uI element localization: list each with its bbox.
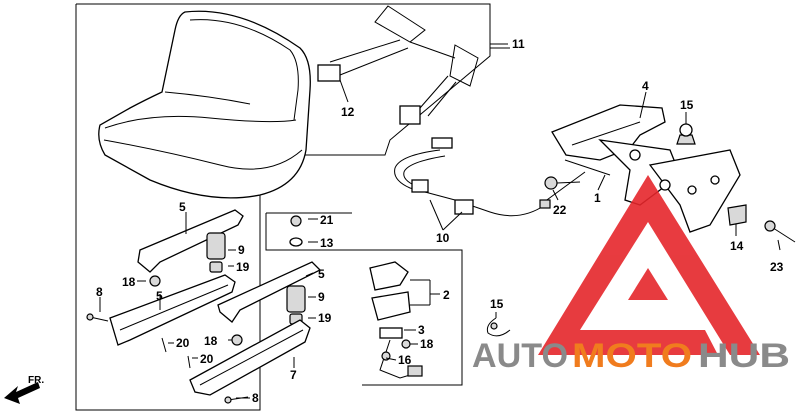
watermark-part1: AUTO bbox=[472, 337, 568, 375]
callout-4: 4 bbox=[642, 79, 649, 93]
seat-rails bbox=[109, 274, 311, 396]
hardware-bolts bbox=[544, 123, 796, 243]
callout-19-upper: 19 bbox=[236, 260, 250, 274]
callout-6: 5 bbox=[156, 289, 163, 303]
callout-9-upper: 9 bbox=[238, 243, 245, 257]
slide-plates bbox=[137, 209, 322, 323]
callout-18-right: 18 bbox=[420, 337, 434, 351]
watermark-logo bbox=[538, 175, 760, 355]
callout-8-lower: 8 bbox=[252, 391, 259, 405]
callout-5-upper: 5 bbox=[179, 200, 186, 214]
watermark-part3: HUB bbox=[698, 337, 790, 375]
watermark-text: AUTO MOTO HUB bbox=[472, 337, 790, 375]
springs bbox=[206, 232, 306, 325]
callout-1: 1 bbox=[594, 191, 601, 205]
seat-cushion bbox=[98, 10, 311, 199]
callout-18-mid: 18 bbox=[204, 334, 218, 348]
seat-wire-frame bbox=[317, 5, 479, 125]
callout-20-a: 20 bbox=[176, 336, 190, 350]
callout-14: 14 bbox=[730, 239, 744, 253]
callout-16: 15 bbox=[490, 297, 504, 311]
callout-9-lower: 9 bbox=[318, 290, 325, 304]
callout-8-left: 8 bbox=[96, 285, 103, 299]
callout-numbers: 11 12 4 15 1 22 10 14 23 5 9 19 18 5 8 5… bbox=[96, 37, 784, 405]
callout-18-left: 18 bbox=[122, 275, 136, 289]
callout-11: 11 bbox=[512, 37, 525, 51]
seat-hinge-bracket bbox=[551, 104, 741, 233]
callout-12: 12 bbox=[341, 105, 355, 119]
small-hardware bbox=[86, 275, 249, 404]
callout-19-lower: 19 bbox=[318, 311, 332, 325]
callout-10: 10 bbox=[436, 231, 450, 245]
front-label: FR. bbox=[28, 375, 44, 386]
callout-22: 22 bbox=[553, 203, 567, 217]
leader-lines bbox=[99, 43, 781, 399]
seat-switch-cable bbox=[394, 137, 586, 217]
callout-3: 3 bbox=[418, 323, 425, 337]
callout-15: 15 bbox=[680, 98, 694, 112]
callout-5-lower: 5 bbox=[318, 267, 325, 281]
callout-23: 23 bbox=[770, 260, 784, 274]
callout-20-b: 20 bbox=[200, 352, 214, 366]
watermark-part2: MOTO bbox=[572, 337, 692, 375]
callout-7: 7 bbox=[290, 368, 297, 382]
callout-21: 21 bbox=[320, 213, 334, 227]
front-direction-arrow: FR. bbox=[4, 375, 44, 404]
callout-2: 2 bbox=[443, 288, 450, 302]
callout-13: 13 bbox=[320, 236, 334, 250]
callout-17: 16 bbox=[398, 353, 412, 367]
assembly-outlines bbox=[75, 3, 510, 411]
